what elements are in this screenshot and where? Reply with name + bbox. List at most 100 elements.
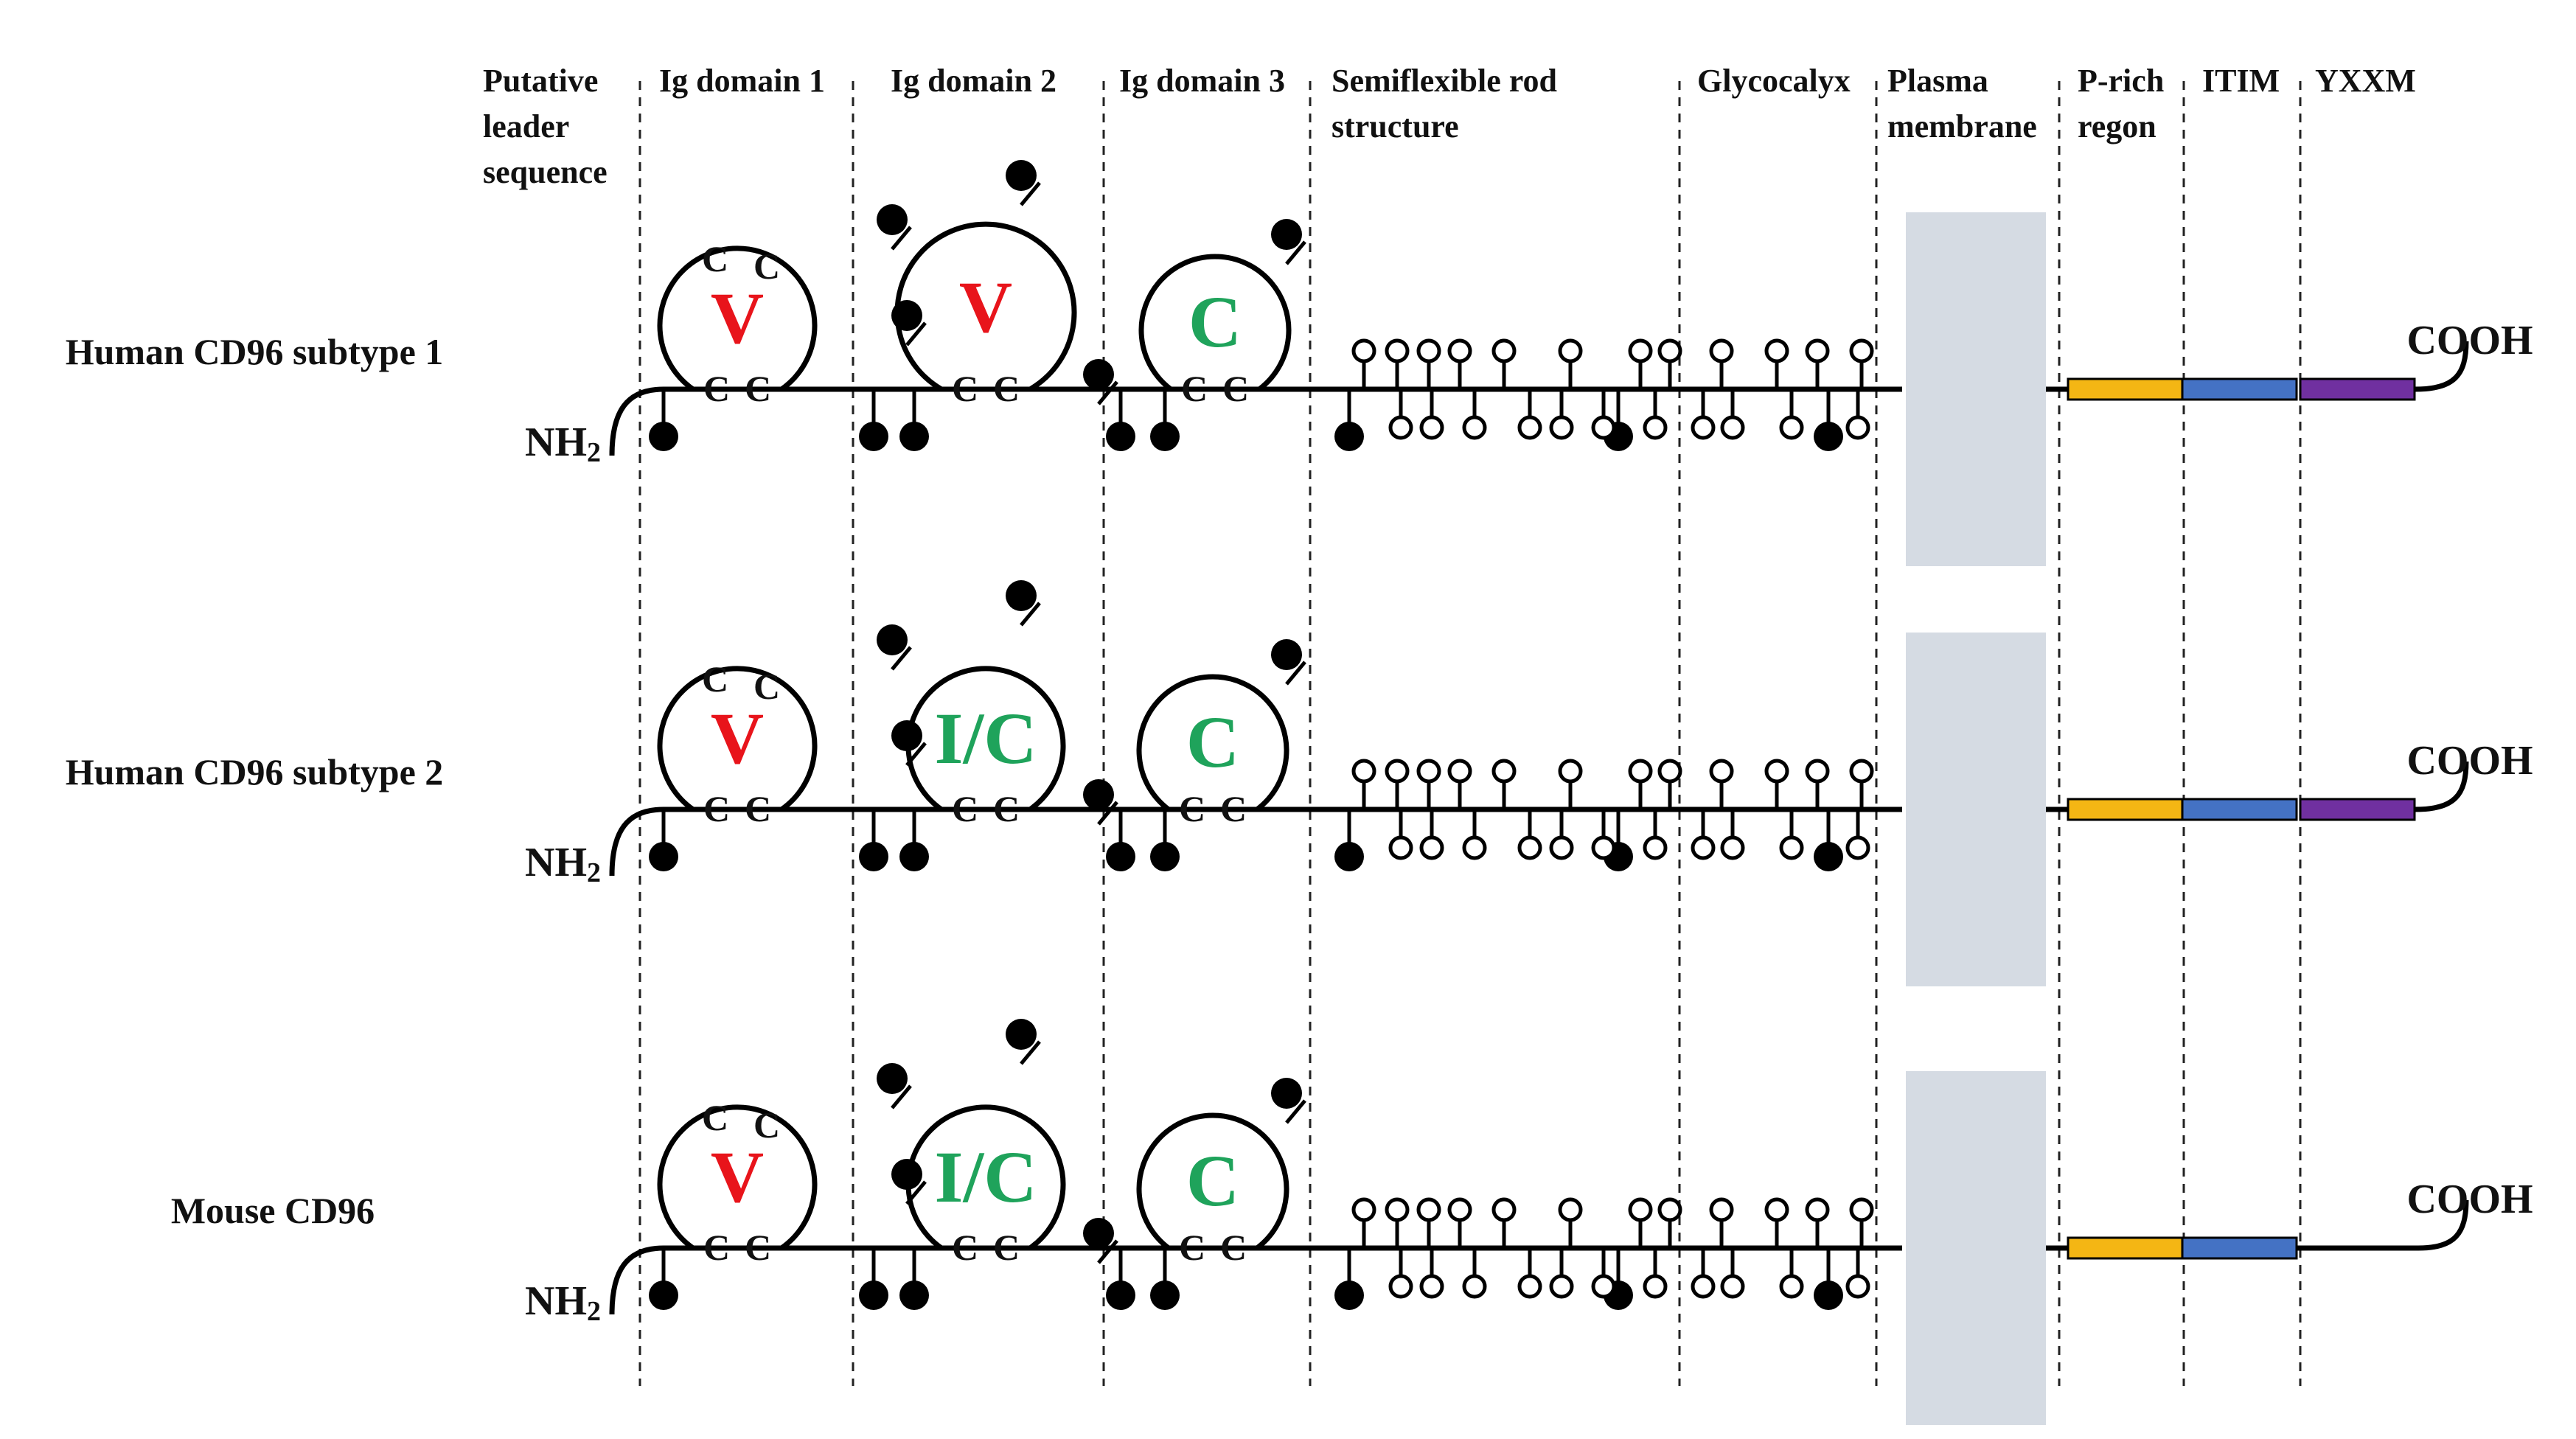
o-glycan-open — [1419, 415, 1444, 440]
o-glycan-open — [1657, 338, 1682, 363]
o-glycan-open — [1720, 415, 1745, 440]
o-glycan-open — [1491, 338, 1517, 363]
glycan-stalk — [905, 742, 927, 767]
o-glycan-open — [1517, 415, 1542, 440]
glycan-stalk — [1285, 1099, 1306, 1124]
plasma-membrane — [1906, 633, 2046, 986]
o-glycan-open — [1517, 835, 1542, 860]
glycan-stalk — [1285, 240, 1306, 265]
c-terminal-tail — [2414, 761, 2469, 812]
o-glycan-open — [1462, 835, 1487, 860]
o-glycan-open — [1709, 338, 1734, 363]
o-glycan-open — [1591, 835, 1616, 860]
n-glycan-filled — [1271, 1078, 1302, 1109]
n-terminal-tail — [609, 386, 664, 456]
cytoplasmic-motif-itim — [2181, 377, 2298, 401]
region-header-label: membrane — [1887, 108, 2037, 144]
o-glycan-open — [1558, 1197, 1583, 1222]
cytoplasmic-motif-itim — [2181, 1236, 2298, 1260]
region-header-label: Ig domain 1 — [659, 63, 825, 99]
cysteine-label: C — [1220, 1227, 1247, 1268]
o-glycan-open — [1388, 415, 1413, 440]
o-glycan-open — [1447, 338, 1472, 363]
region-header-label: sequence — [483, 154, 608, 190]
n-terminus-label: NH2 — [525, 419, 601, 468]
cysteine-label: C — [1220, 788, 1247, 829]
o-glycan-open — [1845, 835, 1870, 860]
o-glycan-open — [1447, 759, 1472, 784]
glycan-stalk — [1097, 380, 1118, 405]
cytoplasmic-motif-p-rich — [2067, 1236, 2184, 1260]
o-glycan-open — [1591, 1274, 1616, 1299]
region-header-label: P-rich — [2078, 63, 2164, 99]
domain-type-label: V — [711, 277, 764, 359]
cytoplasmic-motif-p-rich — [2067, 377, 2184, 401]
c-terminus-label: COOH — [2406, 738, 2533, 784]
n-glycan-filled — [649, 422, 678, 451]
cysteine-label: C — [1179, 788, 1205, 829]
region-dividers — [638, 81, 2302, 1386]
o-glycan-open — [1558, 338, 1583, 363]
glycan-stalk — [1097, 1239, 1118, 1264]
o-glycan-open — [1419, 835, 1444, 860]
cytoplasmic-motif-itim — [2181, 798, 2298, 821]
n-glycan-filled — [1814, 1281, 1843, 1310]
o-glycan-open — [1691, 415, 1716, 440]
n-glycan-filled — [1334, 422, 1364, 451]
cysteine-label: C — [993, 1227, 1020, 1268]
o-glycan-open — [1720, 1274, 1745, 1299]
n-glycan-filled — [1271, 639, 1302, 670]
cysteine-label: C — [1181, 368, 1208, 409]
n-glycan-filled — [1006, 1019, 1037, 1050]
n-terminal-tail — [609, 1245, 664, 1315]
glycan-stalk — [1097, 801, 1118, 826]
o-glycan-open — [1591, 415, 1616, 440]
cysteine-label: C — [1179, 1227, 1205, 1268]
n-glycan-filled — [1106, 1281, 1135, 1310]
o-glycan-open — [1385, 338, 1410, 363]
cysteine-label: C — [702, 658, 728, 700]
glycan-stalk — [905, 321, 927, 346]
glycan-stalk — [1020, 602, 1041, 627]
o-glycan-open — [1849, 1197, 1874, 1222]
o-glycan-open — [1517, 1274, 1542, 1299]
o-glycan-open — [1805, 1197, 1830, 1222]
o-glycan-open — [1416, 1197, 1441, 1222]
o-glycan-open — [1849, 759, 1874, 784]
n-glycan-filled — [1083, 779, 1114, 810]
domain-type-label: I/C — [935, 697, 1037, 779]
c-terminus-label: COOH — [2406, 1177, 2533, 1222]
n-terminal-tail — [609, 806, 664, 877]
n-glycan-filled — [899, 422, 929, 451]
n-glycan-filled — [891, 720, 922, 751]
o-glycan-open — [1709, 1197, 1734, 1222]
n-terminus-text: NH — [525, 840, 587, 885]
region-header-label: Ig domain 3 — [1119, 63, 1285, 99]
region-header-label: structure — [1331, 108, 1459, 144]
glycan-stalk — [1285, 661, 1306, 686]
o-glycan-open — [1779, 415, 1804, 440]
glycan-stalk — [1020, 1040, 1041, 1065]
cysteine-label: C — [753, 245, 780, 287]
cysteine-label: C — [993, 368, 1020, 409]
o-glycan-open — [1643, 415, 1668, 440]
plasma-membrane — [1906, 212, 2046, 566]
n-terminus-label: NH2 — [525, 840, 601, 888]
c-terminal-tail — [2414, 341, 2469, 392]
domain-type-label: V — [959, 266, 1012, 348]
cysteine-label: C — [993, 788, 1020, 829]
n-terminus-text: NH — [525, 419, 587, 465]
cysteine-label: C — [703, 1227, 730, 1268]
glycan-stalk — [905, 1180, 927, 1205]
n-glycan-filled — [1150, 422, 1180, 451]
n-terminus-subscript: 2 — [587, 1296, 601, 1327]
n-glycan-filled — [649, 1281, 678, 1310]
o-glycan-open — [1416, 759, 1441, 784]
n-glycan-filled — [1083, 359, 1114, 390]
o-glycan-open — [1657, 759, 1682, 784]
n-glycan-filled — [1150, 842, 1180, 871]
o-glycan-open — [1845, 415, 1870, 440]
